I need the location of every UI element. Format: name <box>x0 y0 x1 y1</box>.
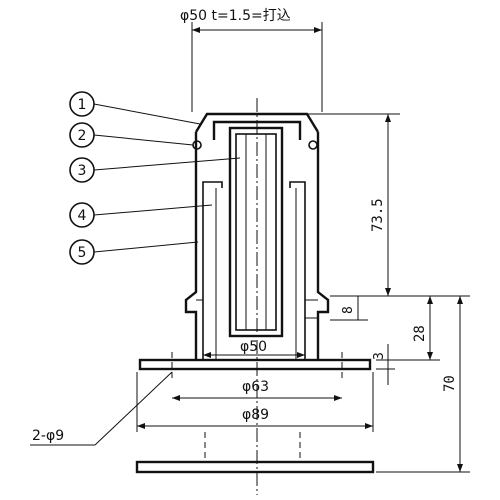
callout-1-number: 1 <box>78 97 87 113</box>
callout-5-number: 5 <box>78 245 87 261</box>
callout-1: 1 <box>69 91 201 125</box>
dia-tube-label: φ50 <box>240 339 267 355</box>
wheel <box>228 126 284 338</box>
callout-2: 2 <box>69 122 194 148</box>
callout-3: 3 <box>69 157 241 183</box>
holes-callout: 2-φ9 <box>30 371 173 446</box>
height-total-label: 70 <box>442 375 458 392</box>
dia-bolt-pitch-label: φ63 <box>242 379 269 395</box>
plate-thickness-label: 3 <box>372 352 387 360</box>
outer-tube <box>184 132 330 360</box>
holes-label: 2-φ9 <box>32 428 64 444</box>
bottom-plate <box>135 432 375 474</box>
base-plate <box>138 352 372 378</box>
height-main-label: 73.5 <box>370 198 386 232</box>
dia-plate-label: φ89 <box>242 407 269 423</box>
callout-2-number: 2 <box>78 128 87 144</box>
callout-5: 5 <box>69 239 199 265</box>
height-small-label: 8 <box>341 306 356 314</box>
top-dimension: φ50 t=1.5=打込 <box>180 7 323 112</box>
right-dimensions: 73.5 8 28 3 70 <box>300 113 470 473</box>
rivet-right <box>308 140 318 150</box>
callout-4: 4 <box>69 202 213 228</box>
top-spec-label: φ50 t=1.5=打込 <box>180 7 291 24</box>
height-mid-label: 28 <box>412 325 428 342</box>
callout-4-number: 4 <box>78 208 87 224</box>
callout-3-number: 3 <box>78 163 87 179</box>
diameter-dimensions: φ50 φ63 φ89 <box>136 339 374 432</box>
cap <box>192 112 320 150</box>
